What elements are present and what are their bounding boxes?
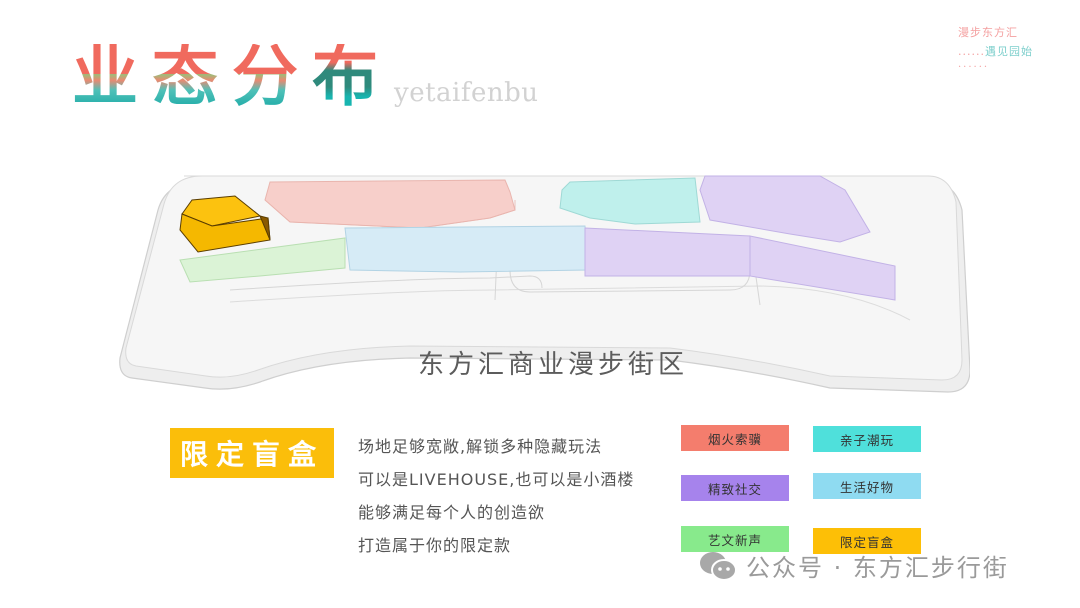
logo-dots: ...... xyxy=(958,45,985,58)
zone-shenghuo xyxy=(344,225,589,273)
legend-item-shenghuo: 生活好物 xyxy=(813,473,921,499)
description-line: 场地足够宽敞,解锁多种隐藏玩法 xyxy=(358,437,603,456)
district-map-illustration xyxy=(119,175,971,393)
description-line: 打造属于你的限定款 xyxy=(358,536,512,555)
legend-item-yanhuo: 烟火索骥 xyxy=(681,425,789,451)
legend-item-jingzhi: 精致社交 xyxy=(681,475,789,501)
logo-line-2-text: 遇见园始 xyxy=(984,45,1033,58)
title-char: 分 xyxy=(232,38,298,115)
feature-badge: 限定盲盒 xyxy=(170,428,334,478)
feature-description: 场地足够宽敞,解锁多种隐藏玩法 可以是LIVEHOUSE,也可以是小酒楼 能够满… xyxy=(358,430,634,562)
title-char: 业 xyxy=(72,38,138,115)
title-pinyin: yetaifenbu xyxy=(394,78,539,108)
map-caption: 东方汇商业漫步街区 xyxy=(418,350,689,380)
title-char: 布 xyxy=(312,38,378,115)
zone-jingzhi-3 xyxy=(749,235,896,301)
legend-item-yiwen: 艺文新声 xyxy=(681,526,789,552)
legend-item-xianding: 限定盲盒 xyxy=(813,528,921,554)
zone-yiwen xyxy=(179,237,346,283)
logo-line-1: 漫步东方汇 xyxy=(958,26,1018,39)
description-line: 能够满足每个人的创造欲 xyxy=(358,503,546,522)
map-road xyxy=(229,285,911,321)
legend-item-qinzi: 亲子潮玩 xyxy=(813,426,921,452)
logo-line-3: ...... xyxy=(958,59,990,70)
district-map xyxy=(110,170,971,400)
wechat-icon xyxy=(698,551,738,581)
zone-xianding-side xyxy=(259,215,271,241)
map-road xyxy=(229,275,543,291)
logo-line-2: ......遇见园始 xyxy=(958,43,1058,59)
watermark: 公众号 · 东方汇步行街 xyxy=(698,548,1009,583)
title-char: 态 xyxy=(152,38,218,115)
map-road xyxy=(509,269,751,293)
zone-jingzhi-2 xyxy=(584,227,751,277)
corner-logo: 漫步东方汇 ......遇见园始 ...... xyxy=(958,24,1058,70)
description-line: 可以是LIVEHOUSE,也可以是小酒楼 xyxy=(358,470,635,489)
page-title: 业 态 分 布 yetaifenbu xyxy=(72,44,538,110)
zone-qinzi xyxy=(559,177,701,225)
zone-jingzhi-1 xyxy=(699,175,871,243)
watermark-text: 公众号 · 东方汇步行街 xyxy=(746,554,1009,582)
